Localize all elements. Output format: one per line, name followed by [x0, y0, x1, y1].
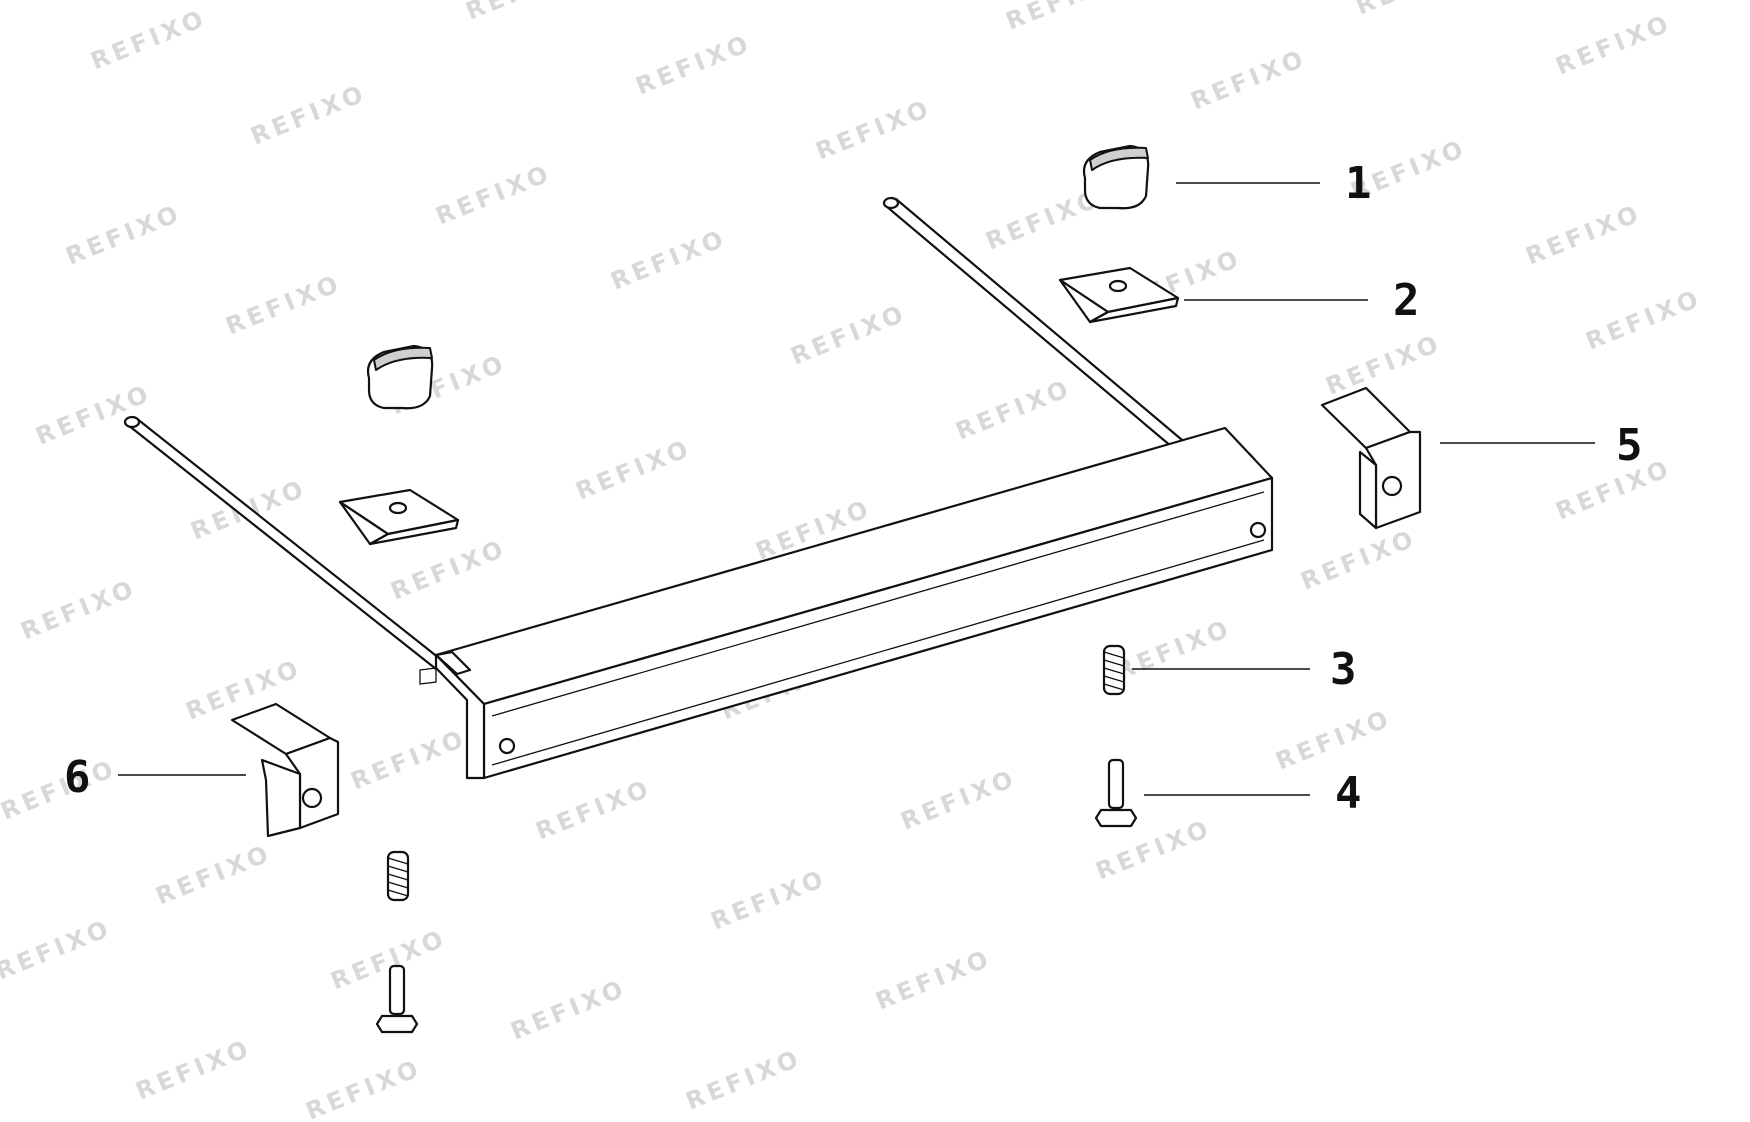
watermark-text: REFIXO: [87, 4, 211, 76]
watermark-text: REFIXO: [1352, 0, 1476, 21]
watermark-text: REFIXO: [812, 94, 936, 166]
spring-icon: [386, 850, 410, 902]
watermark-text: REFIXO: [222, 269, 346, 341]
watermark-text: REFIXO: [62, 199, 186, 271]
watermark-text: REFIXO: [152, 839, 276, 911]
watermark-text: REFIXO: [532, 774, 656, 846]
watermark-text: REFIXO: [1552, 9, 1676, 81]
watermark-text: REFIXO: [302, 1054, 426, 1122]
watermark-text: REFIXO: [1002, 0, 1126, 36]
bracket-icon: [1320, 386, 1422, 530]
callout-number-6: 6: [64, 752, 91, 803]
bolt-icon: [375, 964, 419, 1034]
watermark-text: REFIXO: [507, 974, 631, 1046]
watermark-text: REFIXO: [17, 574, 141, 646]
leader-lines: [118, 182, 1595, 796]
watermark-text: REFIXO: [32, 379, 156, 451]
watermark-text: REFIXO: [0, 914, 116, 986]
watermark-text: REFIXO: [1582, 284, 1706, 356]
watermark-text: REFIXO: [1522, 199, 1646, 271]
watermark-text: REFIXO: [1552, 454, 1676, 526]
callout-number-4: 4: [1335, 768, 1362, 819]
watermark-text: REFIXO: [387, 534, 511, 606]
watermark-text: REFIXO: [707, 864, 831, 936]
bolt-icon: [1094, 758, 1138, 828]
knob-icon: [366, 344, 434, 410]
watermark-text: REFIXO: [787, 299, 911, 371]
bracket-icon: [230, 702, 340, 838]
callout-number-3: 3: [1330, 644, 1357, 695]
watermark-text: REFIXO: [432, 159, 556, 231]
watermark-text: REFIXO: [1187, 44, 1311, 116]
watermark-text: REFIXO: [462, 0, 586, 26]
watermark-text: REFIXO: [952, 374, 1076, 446]
watermark-text: REFIXO: [682, 1044, 806, 1116]
watermark-text: REFIXO: [1272, 704, 1396, 776]
clamp-plate-icon: [338, 488, 460, 546]
rod-left: [123, 415, 446, 671]
callout-number-5: 5: [1616, 420, 1643, 471]
callout-number-2: 2: [1393, 275, 1420, 326]
watermark-text: REFIXO: [572, 434, 696, 506]
watermark-text: REFIXO: [1112, 614, 1236, 686]
watermark-text: REFIXO: [327, 924, 451, 996]
watermark-text: REFIXO: [132, 1034, 256, 1106]
watermark-text: REFIXO: [607, 224, 731, 296]
callout-number-1: 1: [1345, 158, 1372, 209]
watermark-text: REFIXO: [1297, 524, 1421, 596]
main-beam: [419, 426, 1274, 780]
watermark-text: REFIXO: [1322, 329, 1446, 401]
watermark-text: REFIXO: [247, 79, 371, 151]
spring-icon: [1102, 644, 1126, 696]
clamp-plate-icon: [1058, 266, 1180, 324]
watermark-text: REFIXO: [872, 944, 996, 1016]
watermark-text: REFIXO: [897, 764, 1021, 836]
watermark-text: REFIXO: [0, 754, 121, 826]
knob-icon: [1082, 144, 1150, 210]
watermark-text: REFIXO: [347, 724, 471, 796]
watermark-text: REFIXO: [632, 29, 756, 101]
